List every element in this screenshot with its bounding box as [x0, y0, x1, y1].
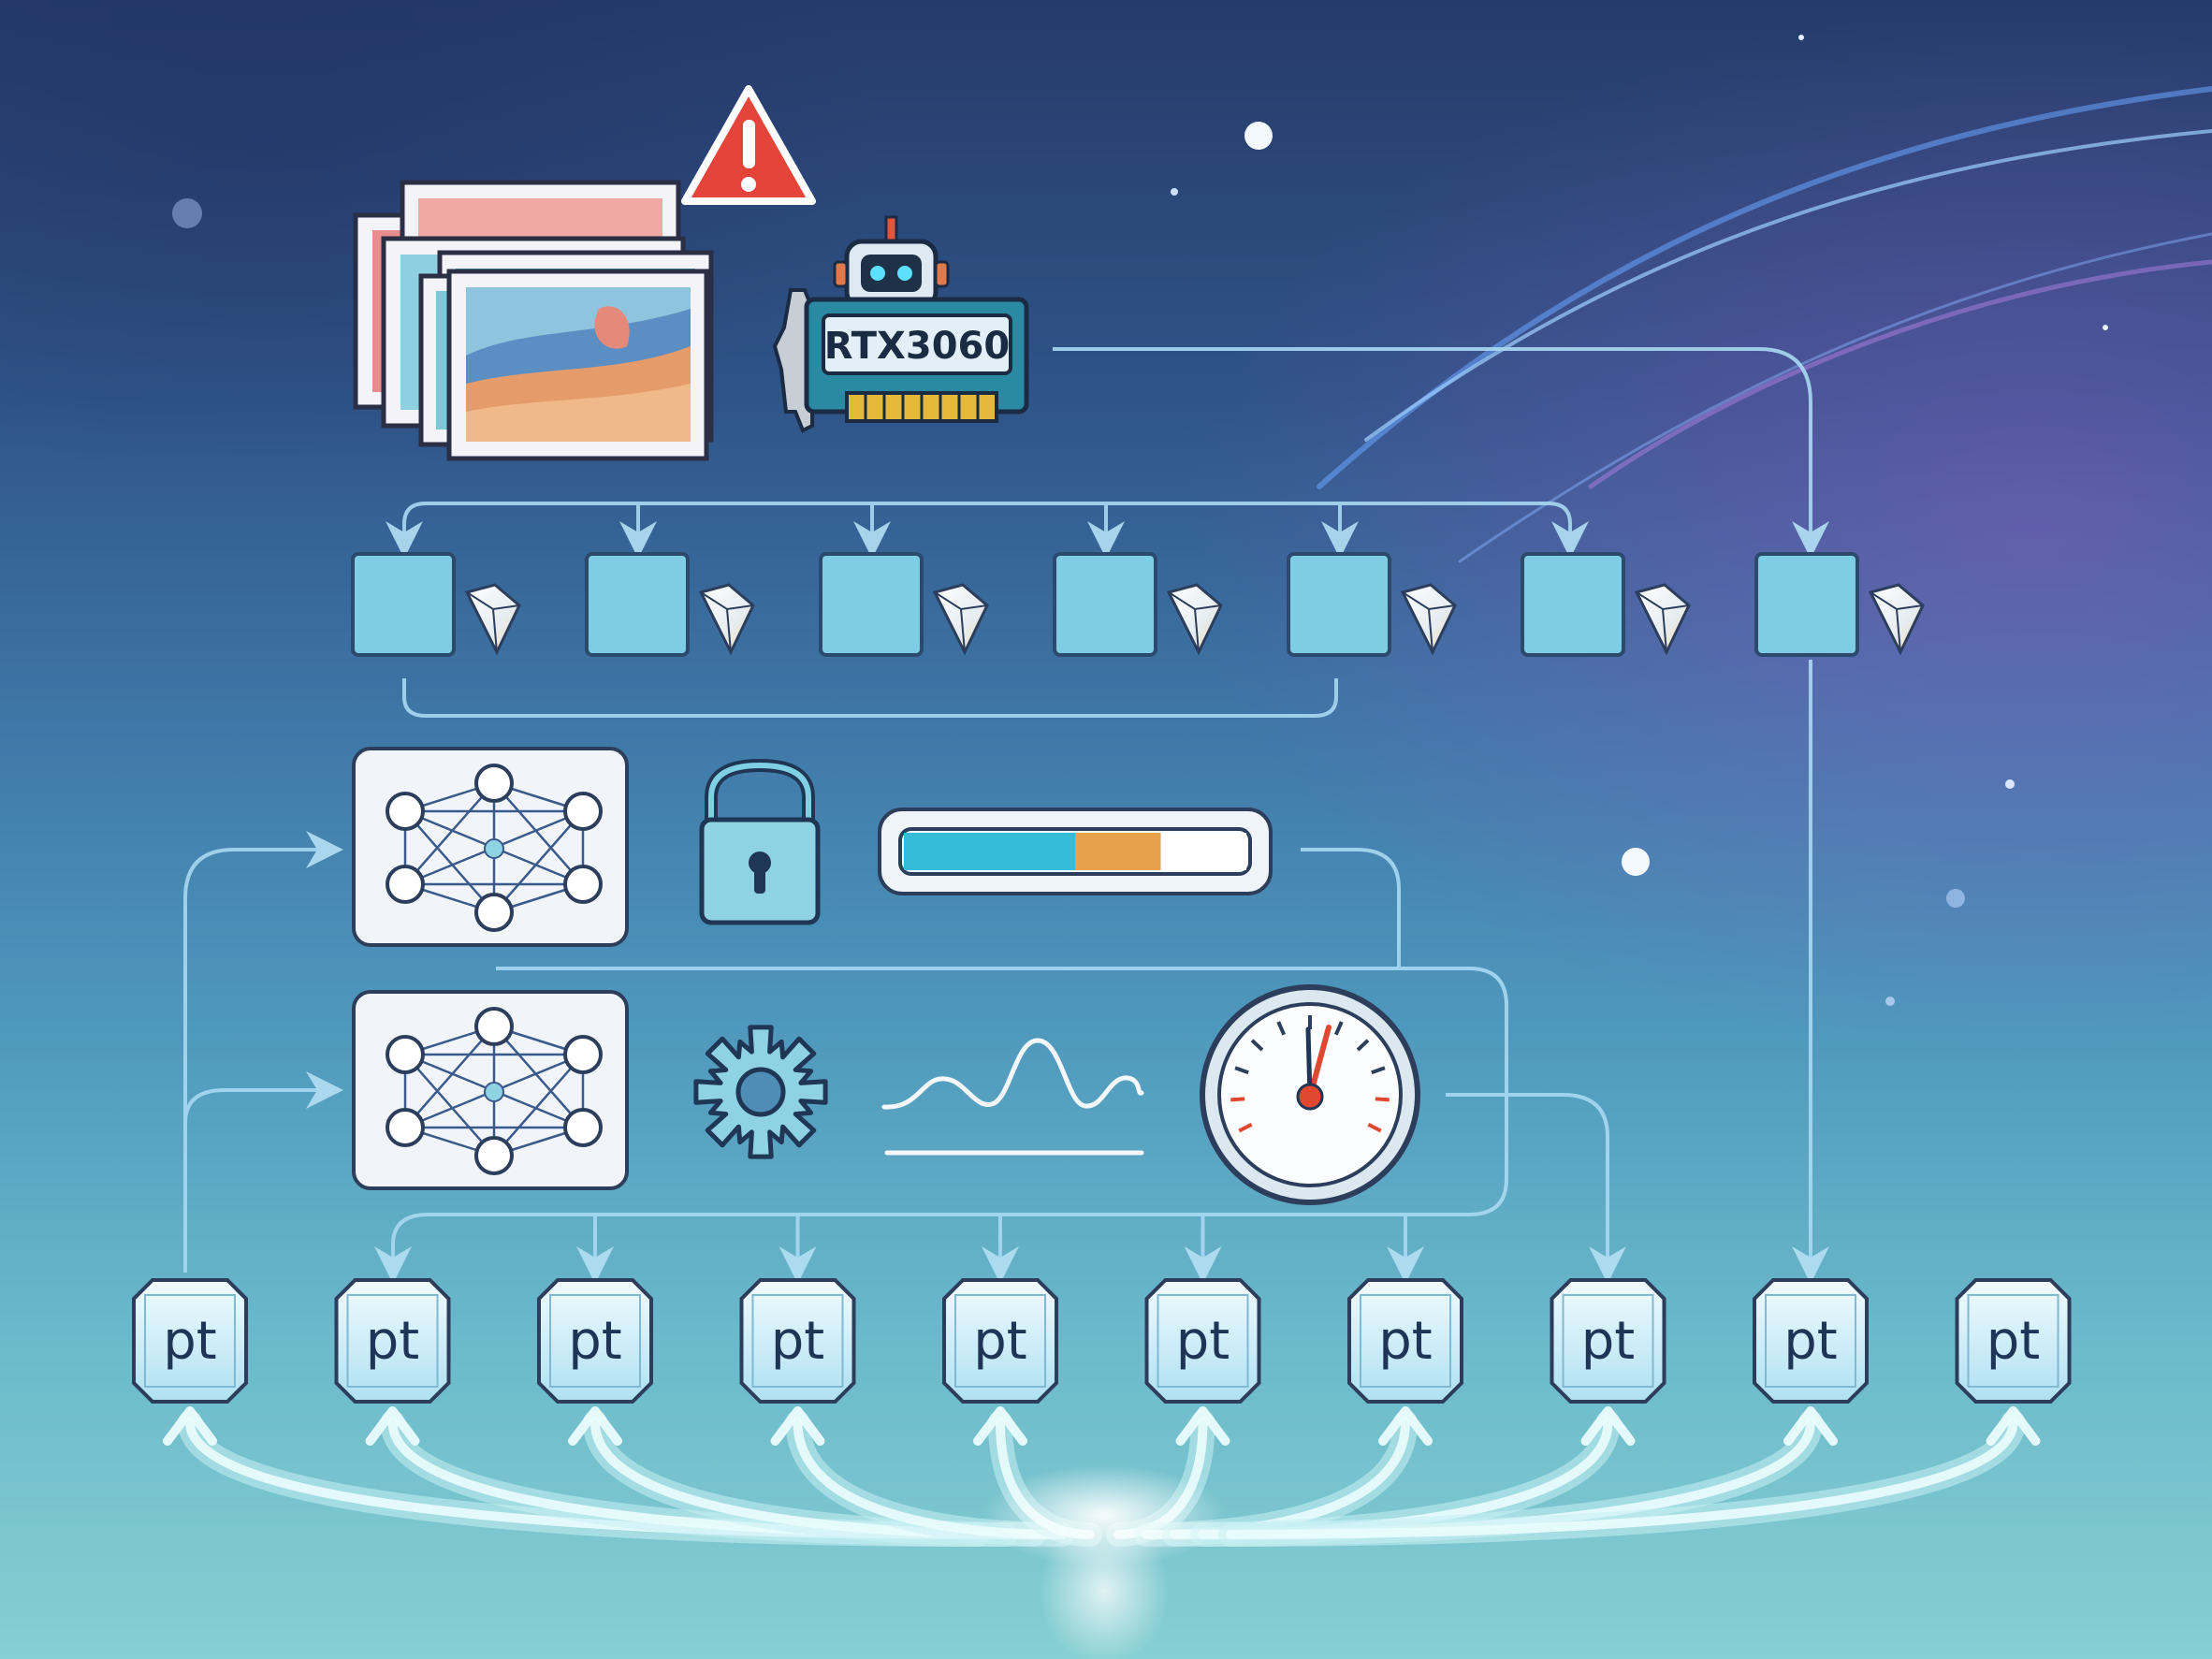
pt-file-label: pt — [163, 1311, 217, 1372]
progress-bar-icon — [878, 808, 1273, 895]
light-streaks — [1317, 86, 2212, 563]
network-card-top — [352, 747, 629, 947]
pt-file-icon: pt — [1955, 1278, 2072, 1404]
shard-6 — [1521, 552, 1691, 657]
progress-segment — [1160, 833, 1246, 870]
shard-1 — [351, 552, 521, 657]
shard-square-icon — [351, 552, 456, 657]
shard-2 — [585, 552, 755, 657]
neural-network-icon — [386, 1007, 603, 1175]
warning-icon — [681, 85, 816, 205]
crystal-icon — [698, 583, 755, 656]
progress-segment — [904, 833, 1075, 870]
pt-files-row: pt pt pt pt pt pt pt pt pt pt — [132, 1278, 2072, 1404]
neural-network-icon — [386, 764, 603, 932]
shards-row — [351, 552, 1925, 657]
network-card-bottom — [352, 990, 629, 1190]
pt-file-label: pt — [366, 1311, 420, 1372]
robot-icon — [833, 215, 950, 310]
crystal-icon — [932, 583, 989, 656]
pt-file-label: pt — [568, 1311, 622, 1372]
pt-file-label: pt — [1783, 1311, 1838, 1372]
gpu-card-icon: RTX3060 — [772, 288, 1029, 433]
shard-square-icon — [1754, 552, 1859, 657]
background-stars — [172, 35, 2108, 1006]
crystal-icon — [464, 583, 521, 656]
pt-file-icon: pt — [1347, 1278, 1463, 1404]
pt-file-icon: pt — [1144, 1278, 1261, 1404]
pt-file-icon: pt — [739, 1278, 856, 1404]
shard-square-icon — [819, 552, 924, 657]
pt-file-icon: pt — [1550, 1278, 1666, 1404]
gauge-icon — [1200, 984, 1420, 1205]
crystal-icon — [1868, 583, 1925, 656]
pt-file-label: pt — [1581, 1311, 1636, 1372]
crystal-icon — [1400, 583, 1457, 656]
shard-square-icon — [1521, 552, 1625, 657]
image-stack-icon — [353, 180, 714, 461]
pt-file-label: pt — [771, 1311, 825, 1372]
crystal-icon — [1166, 583, 1223, 656]
pt-file-icon: pt — [537, 1278, 653, 1404]
pt-file-icon: pt — [1753, 1278, 1869, 1404]
shard-4 — [1053, 552, 1223, 657]
pt-file-icon: pt — [942, 1278, 1058, 1404]
progress-segment — [1075, 833, 1161, 870]
shard-square-icon — [585, 552, 690, 657]
shard-3 — [819, 552, 989, 657]
shard-5 — [1287, 552, 1457, 657]
pt-file-label: pt — [1986, 1311, 2041, 1372]
waveform-icon — [881, 1038, 1144, 1156]
pt-file-label: pt — [1176, 1311, 1230, 1372]
pt-file-label: pt — [973, 1311, 1027, 1372]
gear-icon — [693, 1025, 828, 1159]
pt-file-label: pt — [1378, 1311, 1433, 1372]
pt-file-icon: pt — [132, 1278, 248, 1404]
shard-square-icon — [1287, 552, 1391, 657]
crystal-icon — [1634, 583, 1691, 656]
flow-lines — [183, 347, 1829, 1284]
shard-7 — [1754, 552, 1925, 657]
pt-file-icon: pt — [334, 1278, 451, 1404]
lock-icon — [699, 758, 821, 925]
shard-square-icon — [1053, 552, 1157, 657]
gpu-label: RTX3060 — [824, 325, 1010, 368]
